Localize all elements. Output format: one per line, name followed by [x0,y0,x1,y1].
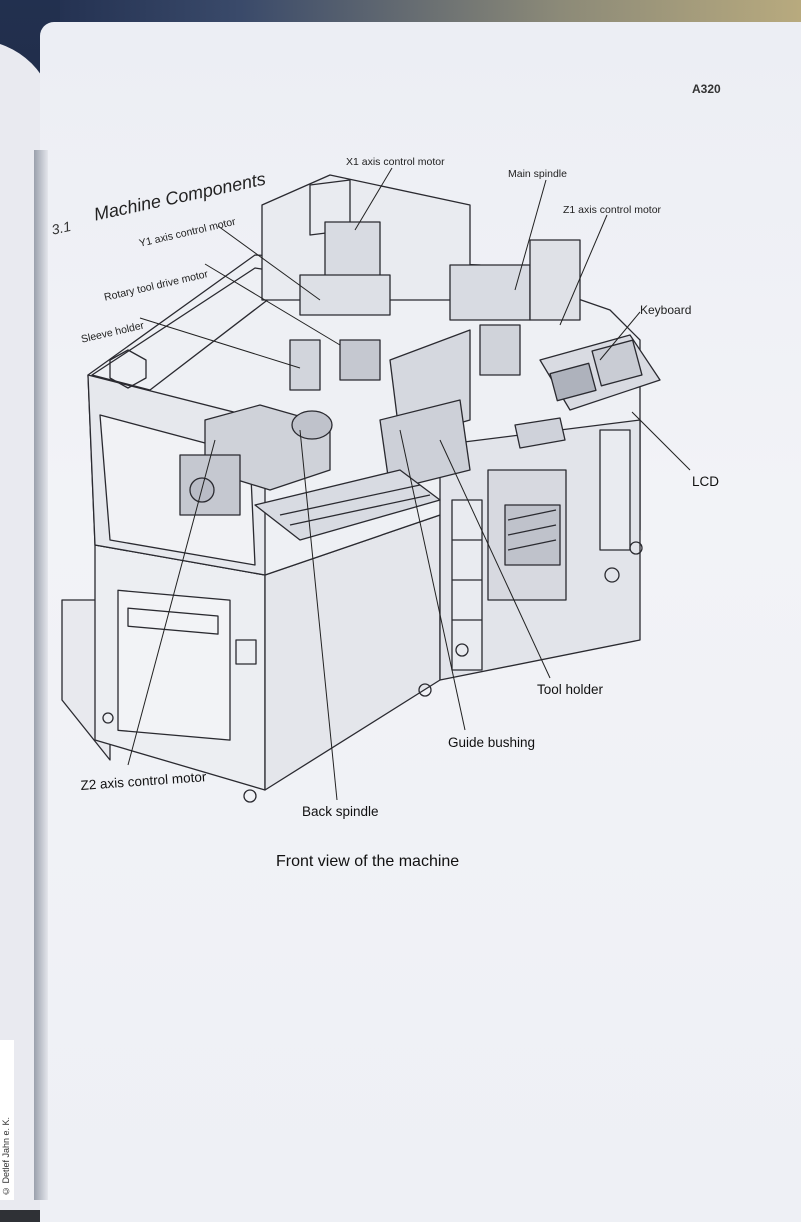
label-lcd: LCD [692,474,720,489]
label-x1-axis-motor: X1 axis control motor [346,156,445,168]
label-z1-axis-motor: Z1 axis control motor [563,204,662,216]
figure-caption: Front view of the machine [276,853,460,870]
label-tool-holder: Tool holder [537,682,604,697]
label-main-spindle: Main spindle [508,168,567,180]
label-keyboard: Keyboard [640,303,692,317]
label-guide-bushing: Guide bushing [448,735,536,750]
watermark-text: © Detlef Jahn e. K. [1,1116,11,1196]
watermark: © Detlef Jahn e. K. [0,1040,14,1200]
label-back-spindle: Back spindle [302,804,379,819]
page-curl-shadow [34,150,48,1200]
page-number: A320 [692,82,721,96]
